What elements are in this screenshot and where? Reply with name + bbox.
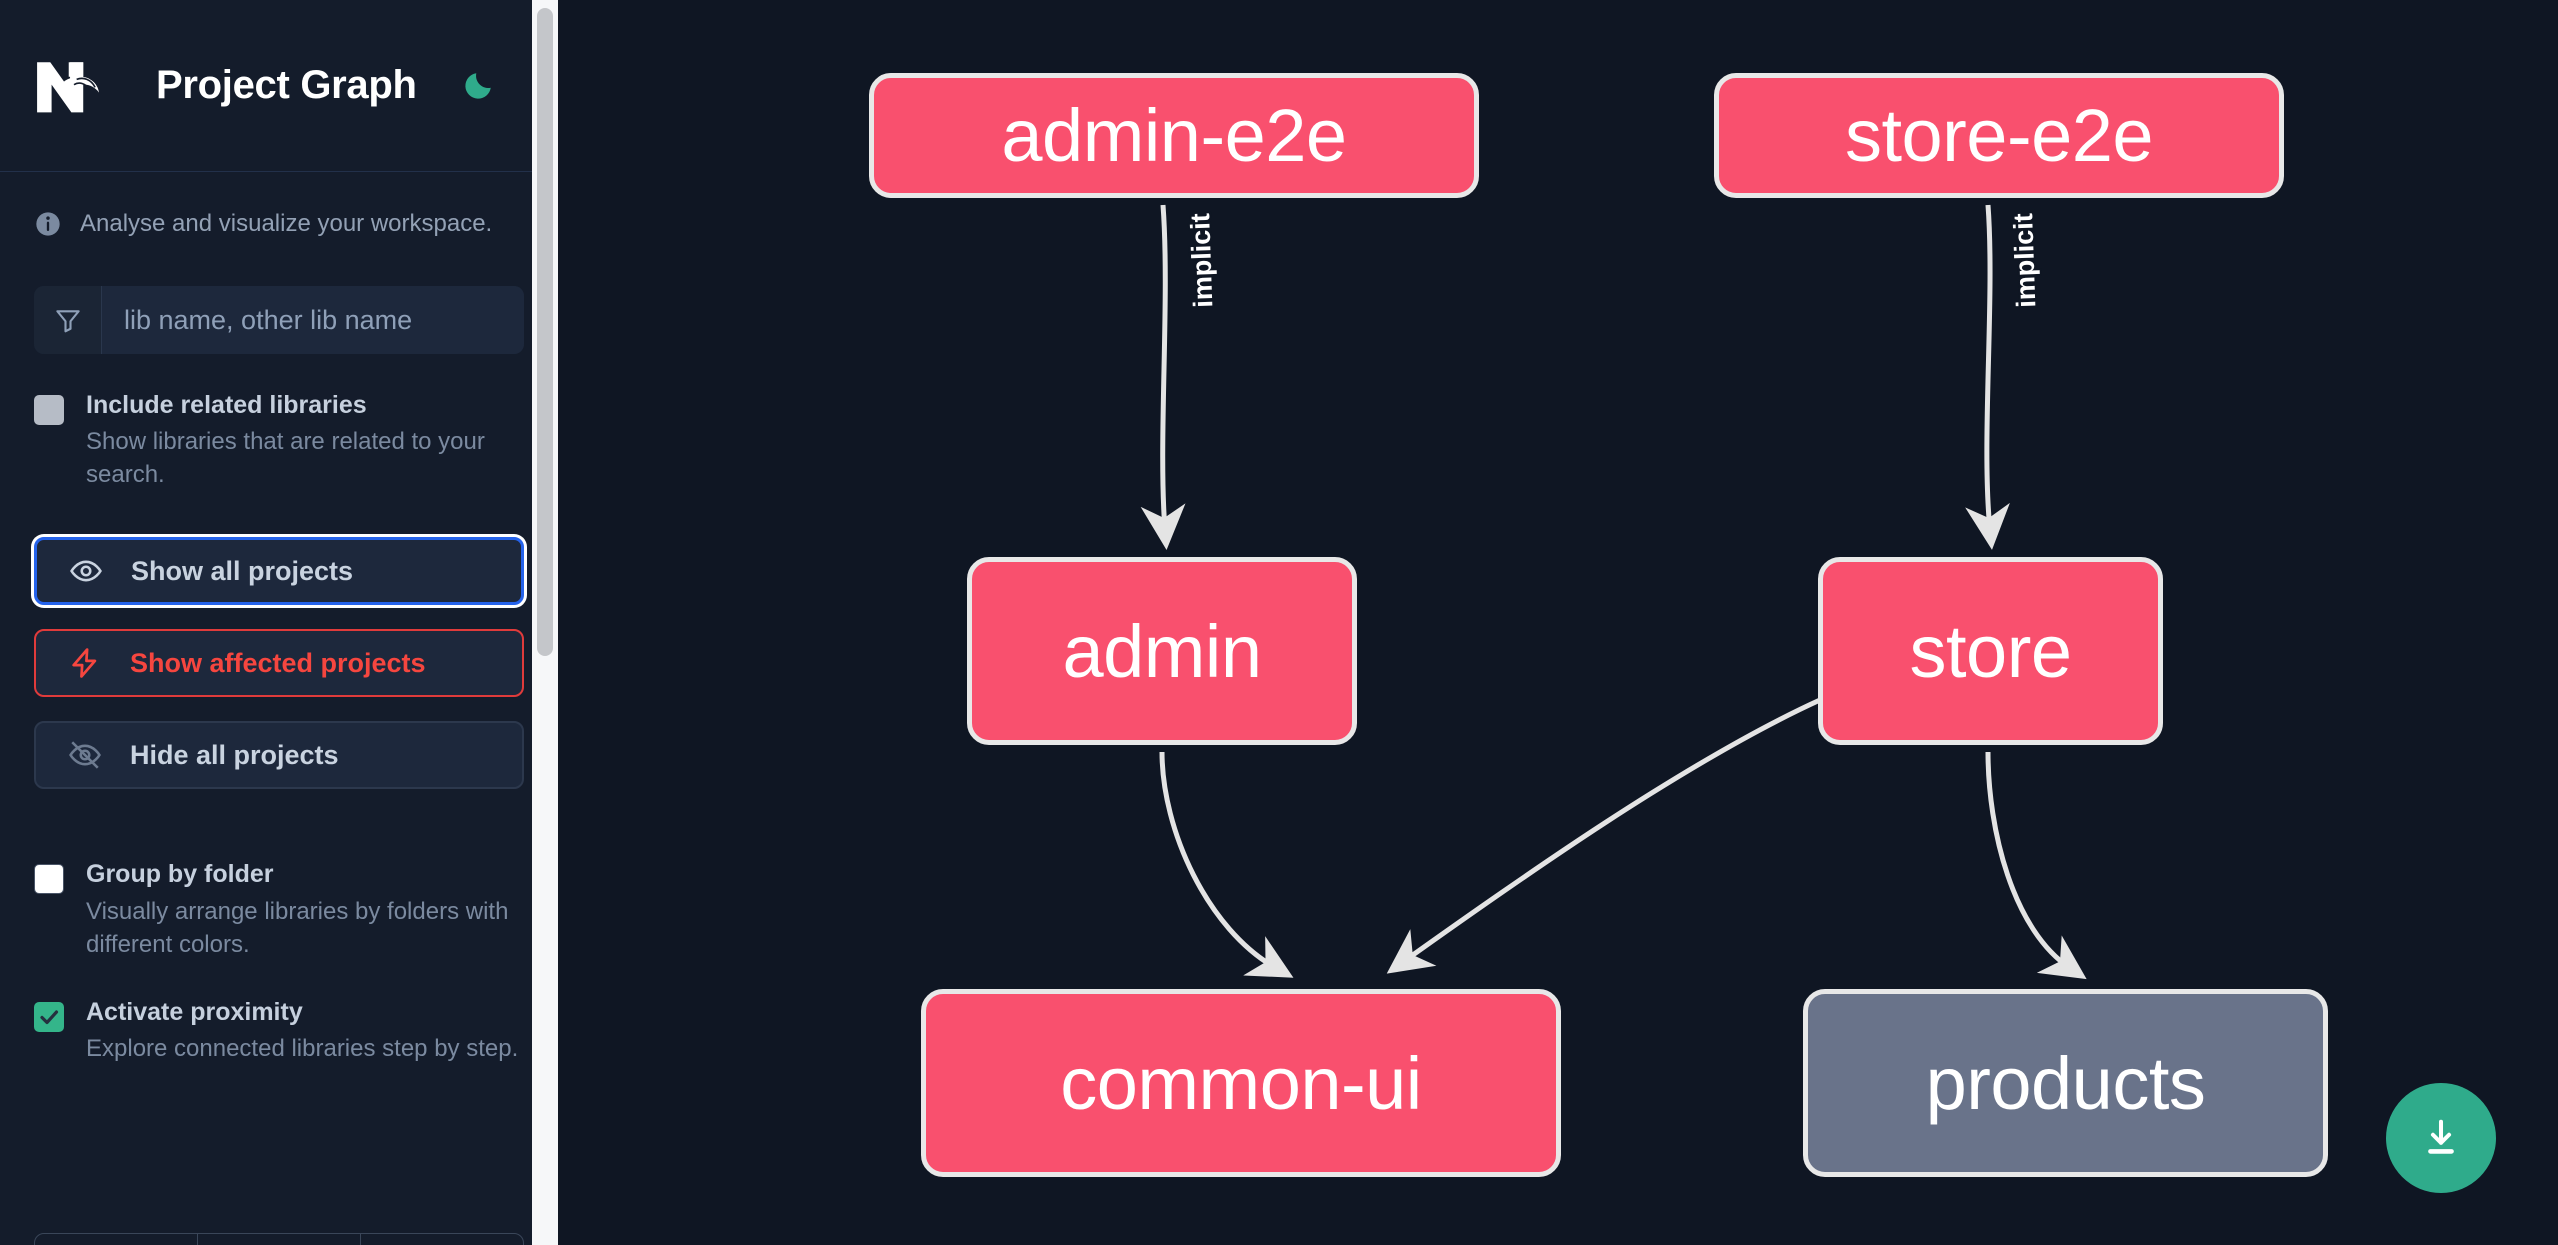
search-input[interactable] bbox=[102, 286, 524, 354]
option-activate-proximity[interactable]: Activate proximity Explore connected lib… bbox=[34, 997, 524, 1065]
edge-admin-e2e-to-admin bbox=[1140, 204, 1186, 550]
graph-node-common-ui[interactable]: common-ui bbox=[921, 989, 1561, 1177]
group-by-folder-checkbox[interactable] bbox=[34, 864, 64, 895]
graph-canvas[interactable]: implicit implicit admin-e2e store-e2e ad… bbox=[558, 0, 2558, 1245]
hide-all-projects-button[interactable]: Hide all projects bbox=[34, 721, 524, 790]
edge-admin-to-common-ui bbox=[1159, 751, 1294, 978]
edge-store-to-products bbox=[1985, 751, 2087, 980]
page-title: Project Graph bbox=[156, 63, 417, 107]
button-label: Show affected projects bbox=[130, 647, 426, 678]
show-all-projects-button[interactable]: Show all projects bbox=[34, 537, 524, 606]
segment-option-3[interactable] bbox=[361, 1234, 523, 1245]
sidebar-scrollbar[interactable] bbox=[532, 0, 558, 1245]
include-related-libraries-checkbox[interactable] bbox=[34, 395, 64, 425]
sidebar-scrollbar-thumb[interactable] bbox=[537, 8, 553, 656]
option-description: Show libraries that are related to your … bbox=[86, 428, 485, 489]
option-description: Visually arrange libraries by folders wi… bbox=[86, 897, 509, 958]
graph-node-admin[interactable]: admin bbox=[967, 557, 1357, 745]
segment-option-1[interactable] bbox=[35, 1234, 198, 1245]
download-image-button[interactable] bbox=[2386, 1083, 2496, 1193]
download-icon bbox=[2418, 1115, 2464, 1161]
graph-node-products[interactable]: products bbox=[1803, 989, 2328, 1177]
option-title: Group by folder bbox=[86, 860, 274, 889]
graph-node-store[interactable]: store bbox=[1818, 557, 2163, 745]
spacer bbox=[0, 789, 558, 823]
sidebar: Project Graph Analyse and visualize your… bbox=[0, 0, 558, 1245]
segment-option-2[interactable] bbox=[198, 1234, 361, 1245]
tagline: Analyse and visualize your workspace. bbox=[0, 172, 558, 238]
graph-node-store-e2e[interactable]: store-e2e bbox=[1714, 73, 2284, 198]
nx-logo-icon bbox=[34, 57, 114, 115]
project-action-buttons: Show all projects Show affected projects bbox=[34, 537, 524, 790]
node-label: admin bbox=[1062, 609, 1262, 693]
graph-mode-segmented-control[interactable] bbox=[34, 1233, 524, 1245]
node-label: common-ui bbox=[1060, 1041, 1422, 1125]
moon-icon[interactable] bbox=[455, 63, 501, 109]
option-title: Include related libraries bbox=[86, 391, 367, 419]
eye-off-icon bbox=[68, 738, 102, 772]
show-affected-projects-button[interactable]: Show affected projects bbox=[34, 629, 524, 698]
node-label: admin-e2e bbox=[1001, 94, 1347, 177]
lightning-icon bbox=[68, 646, 102, 680]
edge-label-implicit-store: implicit bbox=[2008, 212, 2042, 309]
graph-node-admin-e2e[interactable]: admin-e2e bbox=[869, 73, 1479, 198]
button-label: Show all projects bbox=[131, 555, 354, 586]
edge-label-implicit-admin: implicit bbox=[1185, 212, 1219, 309]
eye-icon bbox=[69, 554, 103, 588]
option-group-by-folder[interactable]: Group by folder Visually arrange librari… bbox=[34, 859, 524, 960]
search-bar bbox=[34, 286, 524, 354]
button-label: Hide all projects bbox=[130, 739, 339, 770]
activate-proximity-checkbox[interactable] bbox=[34, 1001, 64, 1032]
node-label: store bbox=[1909, 609, 2072, 693]
option-include-related-libraries[interactable]: Include related libraries Show libraries… bbox=[34, 390, 524, 491]
info-icon bbox=[34, 210, 62, 238]
tagline-text: Analyse and visualize your workspace. bbox=[80, 210, 493, 237]
filter-icon[interactable] bbox=[34, 286, 102, 354]
edge-store-to-common-ui bbox=[1386, 697, 1822, 974]
sidebar-header: Project Graph bbox=[0, 0, 558, 172]
node-label: products bbox=[1925, 1041, 2206, 1125]
option-description: Explore connected libraries step by step… bbox=[86, 1035, 519, 1063]
edge-store-e2e-to-store bbox=[1965, 204, 2010, 550]
node-label: store-e2e bbox=[1844, 94, 2154, 177]
option-title: Activate proximity bbox=[86, 997, 303, 1026]
